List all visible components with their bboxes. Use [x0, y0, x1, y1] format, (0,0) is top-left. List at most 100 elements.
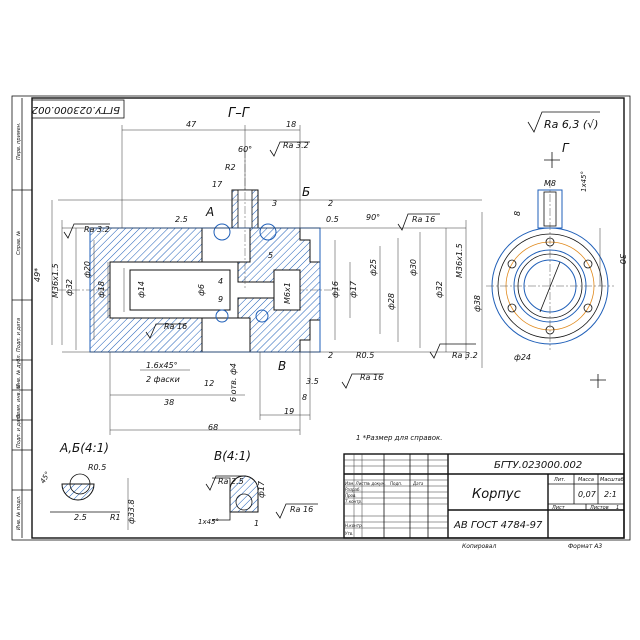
ra32-left-sym	[63, 223, 110, 239]
roughness-general: Ra 6,3 (√)	[527, 111, 600, 133]
main-section	[51, 125, 483, 435]
dim-f30: ф30	[409, 259, 418, 276]
dim-60deg: 60°	[238, 145, 252, 154]
tb-hdr-doc: № докум.	[365, 481, 386, 486]
dim-f24: ф24	[514, 353, 531, 362]
dim-r05-ab: R0.5	[88, 463, 106, 472]
dim-ra16-v: Ra 16	[290, 505, 313, 514]
dim-2-top: 2	[328, 199, 333, 208]
strip-label-7: Инв. № подл.	[16, 496, 22, 531]
tb-col-scale: Масштаб	[600, 477, 624, 483]
dim-1x45-v: 1x45°	[198, 518, 219, 526]
dim-f28: ф28	[387, 293, 396, 310]
marker-a: А	[205, 205, 214, 219]
dim-m36-left: M36x1.5	[51, 263, 60, 298]
dim-f17: ф17	[349, 280, 358, 298]
dim-f14: ф14	[137, 281, 146, 298]
tb-row-nkontr: Н.контр.	[345, 523, 363, 528]
strip-label-5: Взам. инв. №	[16, 384, 22, 418]
dim-19: 19	[284, 407, 294, 416]
dim-f20: ф20	[83, 261, 92, 278]
dim-f16: ф16	[331, 281, 340, 298]
dim-30-g: 30	[618, 254, 627, 264]
dim-f17-v: ф17	[257, 480, 266, 498]
strip-label-2: Справ. №	[16, 231, 22, 255]
view-g-label: Г	[562, 141, 570, 155]
dim-f32-left: ф32	[65, 279, 74, 296]
dim-ra16-bl: Ra 16	[164, 322, 187, 331]
dims-right: M6x1 ф16 ф17 ф25 ф28 ф30 ф32 M36x1.5 ф38	[283, 243, 482, 312]
dim-f32-right: ф32	[435, 281, 444, 298]
tb-hdr-date: Дата	[412, 481, 424, 486]
dim-1-v: 1	[254, 519, 259, 528]
dim-r05: R0.5	[356, 351, 374, 360]
detail-ab: А,Б(4:1) R0.5 45° 2.5 R1 ф33.8	[39, 441, 136, 530]
tb-row-razrab: Разраб.	[345, 487, 361, 492]
strip-label-3: Подп. и дата	[16, 318, 22, 352]
dim-m6: M6x1	[283, 282, 292, 304]
dim-ra32-left: Ra 3.2	[84, 225, 110, 234]
dim-ra16-top: Ra 16	[412, 215, 435, 224]
view-g: Г M8 1x45° 8 30 ф24	[486, 141, 627, 388]
dim-18: 18	[286, 120, 296, 129]
tb-row-tkontr: Т.контр.	[345, 499, 362, 504]
tb-hdr-sign: Подп.	[390, 481, 402, 486]
dim-47: 47	[186, 120, 197, 129]
marker-b: Б	[302, 185, 310, 199]
marker-v: В	[278, 359, 286, 373]
tb-name: Корпус	[472, 487, 521, 502]
note-text: 1 *Размер для справок.	[356, 434, 442, 442]
tb-copied: Копировал	[462, 543, 496, 550]
dim-6otv: 6 отв. ф4	[229, 363, 238, 402]
detail-v-title: В(4:1)	[214, 449, 251, 463]
strip-label-6: Подп. и дата	[16, 414, 22, 448]
tb-scale: 2:1	[604, 490, 617, 499]
dim-49: 49*	[33, 268, 42, 282]
dim-f338: ф33.8	[127, 499, 136, 524]
dim-12: 12	[204, 379, 214, 388]
dim-5: 5	[268, 251, 273, 260]
dim-f6: ф6	[197, 284, 206, 296]
sheet-border	[11, 95, 631, 541]
ra16-top-sym	[397, 213, 440, 231]
dim-8-g: 8	[513, 211, 522, 216]
tb-col-mass: Масса	[578, 477, 594, 483]
tb-row-izm: Изм. Лист	[345, 481, 366, 486]
dim-ra25-v: Ra 2.5	[218, 477, 244, 486]
ra16-br-sym	[341, 373, 384, 389]
detail-v: В(4:1) Ra 2.5 ф17 1x45° 1 Ra 16	[198, 449, 318, 528]
ra32-top-sym	[269, 141, 310, 157]
left-strip: Перв. примен. Справ. № Подп. и дата Инв.…	[12, 98, 32, 538]
dim-r1-ab: R1	[110, 513, 121, 522]
dim-1x45-g: 1x45°	[580, 171, 588, 192]
ra32-br-sym	[429, 343, 476, 359]
dim-2faski: 2 фаски	[146, 375, 180, 384]
ra16-v-sym	[275, 503, 318, 519]
dim-m36-right: M36x1.5	[455, 243, 464, 278]
dim-ra32-br: Ra 3.2	[452, 351, 478, 360]
dim-3: 3	[272, 199, 277, 208]
dim-90deg: 90°	[366, 213, 380, 222]
ra25-sym	[205, 475, 246, 491]
tb-row-prov: Пров.	[345, 493, 357, 498]
dim-8-bot: 8	[302, 393, 307, 402]
doc-code-top: БГТУ.023000.002	[32, 104, 120, 115]
dim-f18: ф18	[97, 281, 106, 298]
tb-col-lit: Лит.	[553, 477, 566, 483]
tb-sheets-lbl: Листов	[589, 505, 609, 511]
dim-f38: ф38	[473, 295, 482, 312]
section-label: Г–Г	[228, 106, 251, 121]
dim-16x45: 1.6x45°	[146, 361, 178, 370]
dim-35: 3.5	[306, 377, 319, 386]
strip-label-1: Перв. примен.	[16, 122, 22, 160]
dim-m8: M8	[544, 179, 556, 188]
strip-label-4: Инв. № дубл.	[16, 354, 22, 388]
dim-05: 0.5	[326, 215, 339, 224]
dim-ra16-br: Ra 16	[360, 373, 383, 382]
tb-sheet-lbl: Лист	[551, 505, 566, 511]
tb-row-utv: Утв.	[345, 531, 353, 536]
dim-45-ab: 45°	[39, 470, 52, 485]
doc-code-stamp: БГТУ.023000.002	[31, 99, 125, 119]
dim-f25: ф25	[369, 259, 378, 276]
